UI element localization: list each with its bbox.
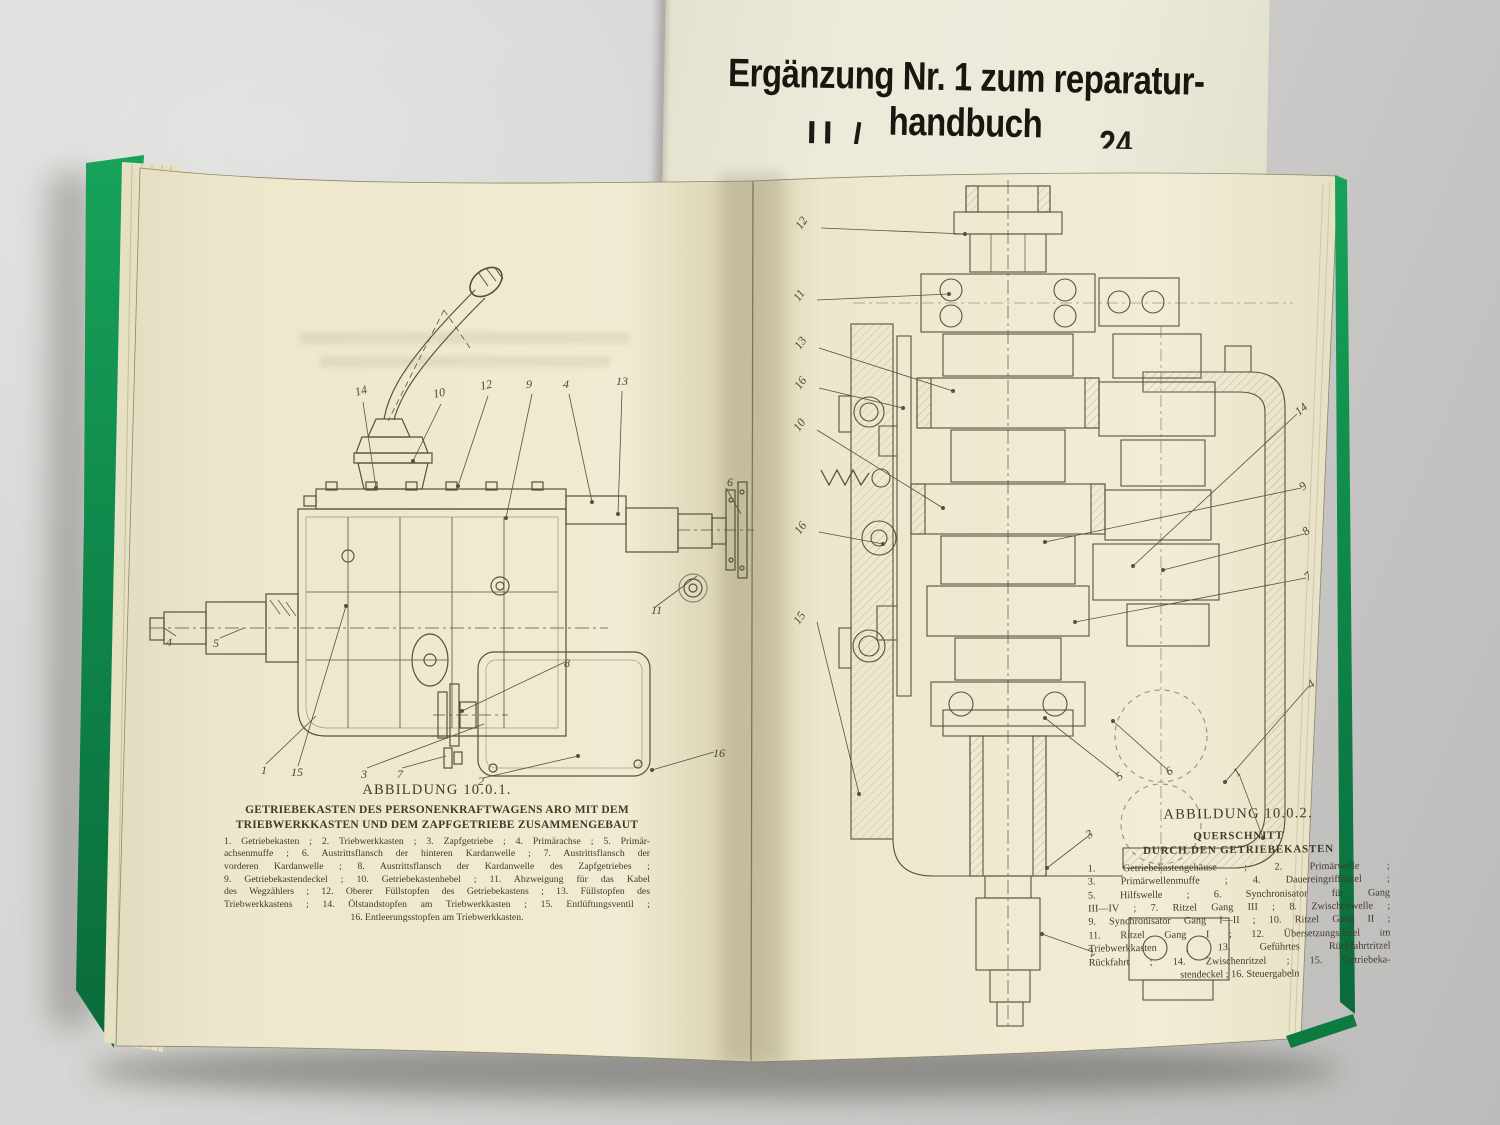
callout-number: 11 (790, 287, 808, 304)
showthrough-text (320, 356, 610, 367)
legend-line: 1. Getriebekasten ; 2. Triebwerkkasten ;… (224, 835, 650, 847)
callout-number: 15 (291, 765, 303, 779)
callout-number: 11 (651, 603, 662, 617)
callout-number: 9 (1296, 479, 1310, 494)
lower-output-shaft (892, 180, 1123, 1028)
callout-number: 6 (727, 475, 733, 489)
housing-wall (1122, 345, 1286, 869)
callout-number: 3 (360, 767, 367, 781)
power-take-off-unit (433, 651, 651, 777)
figure-caption-right: ABBILDUNG 10.0.2. QUERSCHNITT DURCH DEN … (1087, 804, 1391, 983)
right-page-edges (1288, 181, 1331, 1035)
figure-title-line2: DURCH DEN GETRIEBEKASTEN (1143, 843, 1335, 858)
right-cover-edge (1335, 175, 1355, 1014)
gearbox-top-cover (303, 481, 567, 510)
gutter-line (750, 181, 754, 1061)
callout-number: 8 (564, 656, 570, 670)
layshaft-gears (1092, 326, 1220, 876)
callout-number: 13 (791, 334, 809, 352)
callout-number: 16 (713, 746, 725, 760)
figure-title-line2: TRIEBWERKKASTEN UND DEM ZAPFGETRIEBE ZUS… (235, 818, 639, 831)
legend-line: des Wegzählers ; 12. Oberer Füllstopfen … (224, 886, 650, 898)
callout-number: 7 (1301, 568, 1315, 583)
showthrough-text (300, 332, 630, 344)
input-shaft (149, 593, 608, 663)
callout-numbers: 14 10 12 9 4 13 6 11 8 16 4 5 1 15 3 7 2 (166, 374, 733, 788)
rear-output-housing-and-flange (565, 481, 754, 603)
callout-number: 5 (1113, 769, 1126, 784)
callout-number: 8 (1299, 524, 1313, 539)
legend-line: vorderen Kardanwelle ; 8. Austrittsflans… (224, 861, 650, 873)
callout-number: 2 (478, 774, 484, 788)
legend-line: 16. Entleerungsstopfen am Triebwerkkaste… (350, 911, 524, 923)
figure-legend: 1. Getriebekasten ; 2. Triebwerkkasten ;… (224, 836, 650, 924)
callout-number: 12 (792, 214, 810, 232)
legend-line: 9. Getriebekastendeckel ; 10. Getriebeka… (224, 873, 650, 885)
gearbox-case (297, 508, 567, 769)
figure-10-0-2-drawing: 12 11 13 16 10 16 15 14 9 8 7 4 1 5 6 3 … (790, 180, 1318, 1028)
callout-number: 14 (353, 382, 368, 398)
callout-number: 1 (261, 763, 267, 777)
leader-lines (163, 390, 742, 779)
callout-number: 4 (166, 635, 172, 649)
bottom-right-cover-sliver (1286, 1014, 1357, 1048)
callout-number: 14 (1292, 400, 1310, 418)
figure-title-line1: GETRIEBEKASTEN DES PERSONENKRAFTWAGENS A… (245, 804, 629, 816)
callout-number: 7 (397, 767, 404, 781)
figure-label: ABBILDUNG 10.0.1. (362, 782, 512, 798)
callout-number: 13 (616, 374, 628, 388)
upper-bearings (853, 273, 1293, 333)
legend-line: achsenmuffe ; 6. Austrittsflansch der hi… (224, 848, 650, 860)
callout-number: 1 (1230, 765, 1244, 780)
callout-number: 16 (791, 374, 809, 392)
figure-label: ABBILDUNG 10.0.2. (1163, 805, 1313, 823)
callout-number: 5 (213, 636, 219, 650)
right-page (750, 172, 1339, 1063)
callout-number: 16 (791, 519, 809, 537)
callout-number: 15 (790, 609, 808, 627)
side-cover-plate (820, 323, 912, 840)
figure-10-0-1-drawing: 14 10 12 9 4 13 6 11 8 16 4 5 1 15 3 7 2 (149, 266, 754, 788)
callout-number: 10 (432, 385, 447, 401)
callout-number: 6 (1163, 764, 1176, 779)
callout-number: 4 (563, 377, 569, 391)
callout-number: 9 (526, 377, 532, 391)
legend-line: Triebwerkkastens ; 14. Ölstandstopfen am… (224, 898, 650, 910)
gear-shift-lever (353, 266, 504, 490)
callout-number: 10 (790, 416, 808, 434)
bottom-right-bearing (1128, 917, 1230, 1001)
callout-number: 12 (479, 377, 494, 393)
leader-lines (816, 227, 1310, 953)
figure-caption-left: ABBILDUNG 10.0.1. GETRIEBEKASTEN DES PER… (224, 782, 650, 924)
figure-legend: 1. Getriebekastengehäuse ; 2. Primärwell… (1088, 859, 1391, 983)
